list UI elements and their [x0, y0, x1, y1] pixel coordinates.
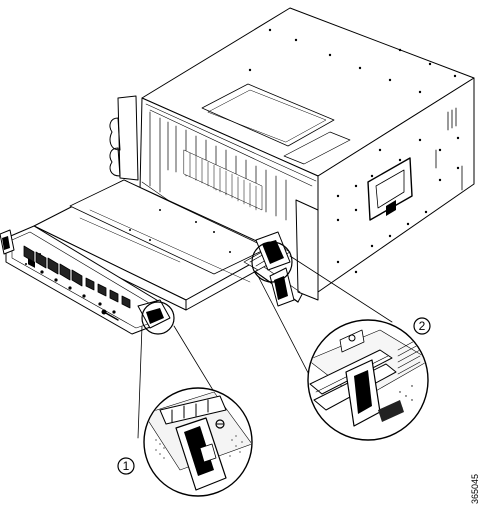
card-left-ejector: [0, 229, 15, 255]
callout-1-number: 1: [123, 459, 130, 473]
callout-2: [413, 317, 431, 335]
card-ports: [28, 258, 35, 268]
chassis-side-handle: [367, 157, 413, 221]
chassis-ejector-lever: [255, 231, 295, 307]
figure-id: 365045: [470, 474, 480, 504]
rack-mount-bracket-right: [295, 199, 319, 301]
chassis-heatsink: [183, 149, 263, 211]
rack-mount-bracket-left: [109, 95, 139, 181]
line-card: [0, 179, 295, 335]
card-screws: [129, 209, 231, 253]
detail-magnifier-1: [137, 301, 253, 497]
detail-magnifier-2: [251, 241, 429, 441]
callout-1: [117, 457, 135, 475]
chassis-screws: [248, 28, 460, 274]
card-port-row: [23, 245, 131, 309]
callout-2-number: 2: [419, 319, 426, 333]
